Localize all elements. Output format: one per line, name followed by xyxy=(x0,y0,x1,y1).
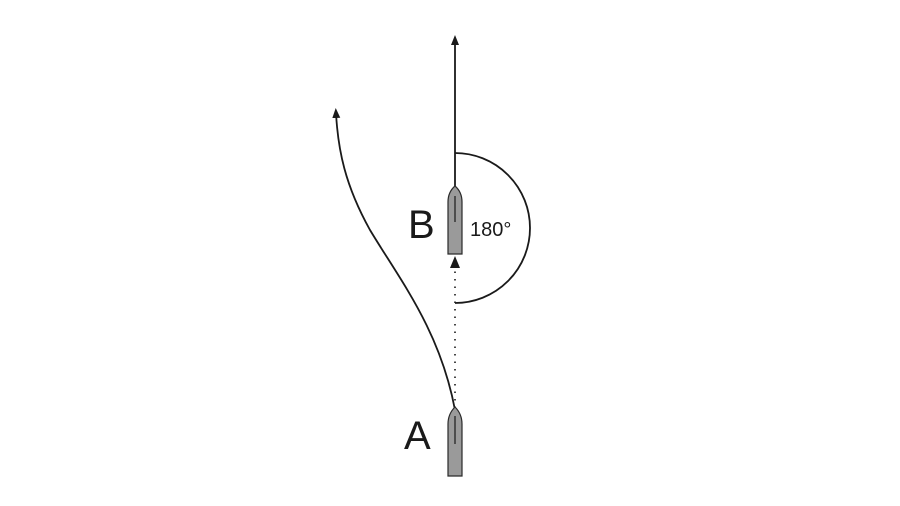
label-point-a: A xyxy=(404,414,431,458)
turning-path xyxy=(332,108,456,411)
label-point-b: B xyxy=(408,203,435,247)
angle-arc xyxy=(454,152,531,304)
label-angle: 180° xyxy=(470,219,511,241)
dotted-track-arrow xyxy=(450,256,460,268)
ship-b-icon xyxy=(447,185,463,255)
ship-a-icon xyxy=(447,406,463,477)
